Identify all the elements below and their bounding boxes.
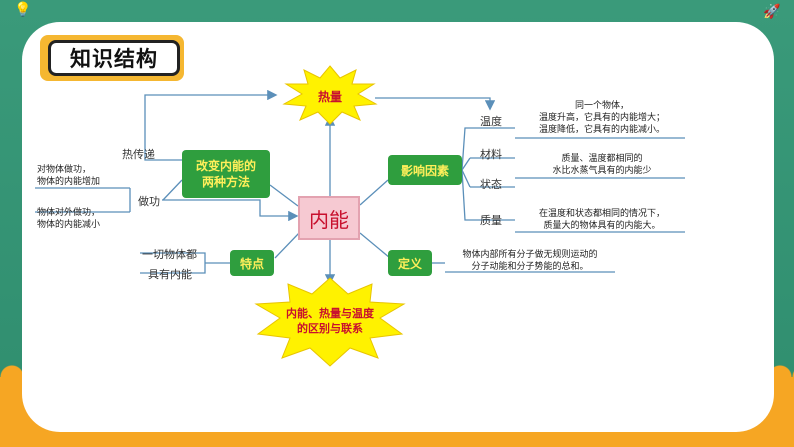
feature-text: 一切物体都具有内能 [142, 248, 197, 281]
rocket-icon: 🚀 [763, 4, 781, 20]
relation-star-label: 内能、热量与温度的区别与联系 [286, 307, 374, 335]
heat-transfer-label: 热传递 [122, 148, 155, 161]
heat-star-label: 热量 [317, 90, 342, 104]
mass-desc: 在温度和状态都相同的情况下，质量大的物体具有的内能大。 [538, 209, 665, 231]
state-desc: 质量、温度都相同的水比水蒸气具有的内能少 [552, 154, 652, 176]
relation-star-shape [254, 277, 406, 367]
factor-temperature: 温度 [480, 115, 502, 128]
work-on-text: 对物体做功，物体的内能增加 [37, 165, 101, 187]
factor-material: 材料 [480, 148, 502, 161]
definition-node: 定义 [388, 250, 432, 276]
definition-text: 物体内部所有分子做无规则运动的分子动能和分子势能的总和。 [462, 250, 598, 272]
heat-star-shape [282, 65, 378, 125]
factor-state: 状态 [480, 178, 502, 191]
work-label: 做功 [138, 195, 160, 208]
work-by-text: 物体对外做功，物体的内能减小 [37, 208, 101, 230]
methods-node: 改变内能的两种方法 [182, 150, 270, 198]
page-title: 知识结构 [48, 40, 180, 76]
factors-node: 影响因素 [388, 155, 462, 185]
bulb-icon: 💡 [14, 2, 32, 18]
feature-node: 特点 [230, 250, 274, 276]
factor-mass: 质量 [480, 214, 502, 227]
temperature-desc: 同一个物体，温度升高，它具有的内能增大；温度降低，它具有的内能减小。 [538, 101, 665, 135]
content-card [22, 22, 774, 432]
center-node: 内能 [298, 196, 360, 240]
